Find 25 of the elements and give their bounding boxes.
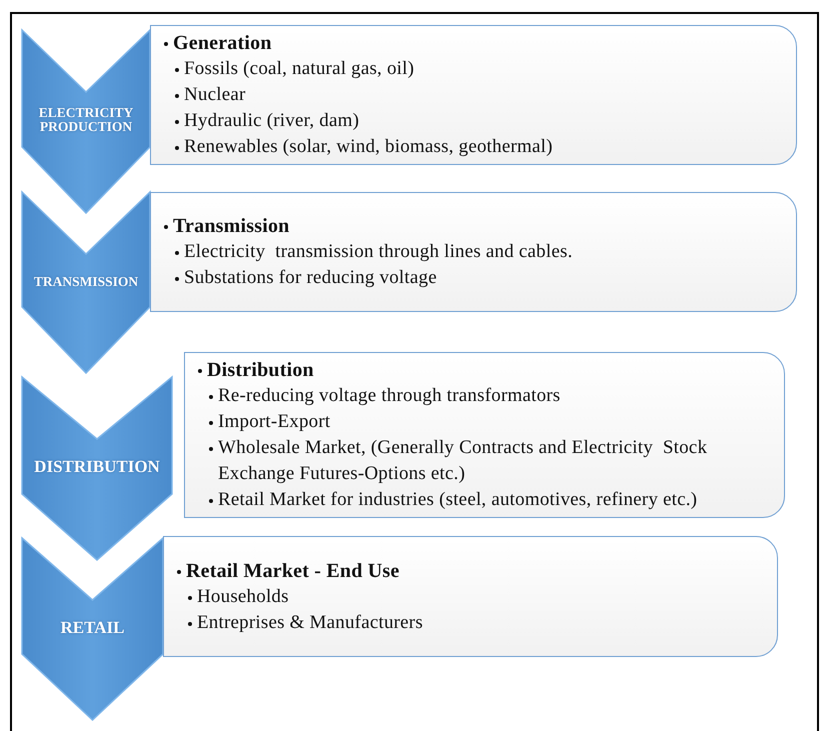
bullet-item: Wholesale Market, (Generally Contracts and Electricity Stock Exchange Futures-Options etc.) bbox=[207, 435, 772, 487]
bullet-item: Substations for reducing voltage bbox=[173, 265, 784, 291]
box-heading: Retail Market - End Use bbox=[176, 558, 765, 584]
bullet-item: Fossils (coal, natural gas, oil) bbox=[173, 56, 784, 82]
info-box bbox=[184, 352, 785, 518]
bullet-item: Retail Market for industries (steel, automotives, refinery etc.) bbox=[207, 487, 772, 513]
bullet-item: Nuclear bbox=[173, 82, 784, 108]
bullet-item: Hydraulic (river, dam) bbox=[173, 108, 784, 134]
bullet-item: Electricity transmission through lines and cables. bbox=[173, 239, 784, 265]
process-step bbox=[22, 30, 150, 213]
box-heading: Generation bbox=[163, 30, 784, 56]
bullet-item: Re-reducing voltage through transformators bbox=[207, 383, 772, 409]
process-step bbox=[22, 377, 172, 560]
process-step bbox=[22, 538, 163, 720]
bullet-item: Renewables (solar, wind, biomass, geothermal) bbox=[173, 134, 784, 160]
bullet-item: Households bbox=[186, 584, 765, 610]
stage-label: RETAIL bbox=[60, 619, 126, 637]
process-step bbox=[22, 192, 150, 373]
stage-label: DISTRIBUTION bbox=[33, 458, 161, 476]
stage-label: ELECTRICITY PRODUCTION bbox=[38, 106, 134, 134]
bullet-item: Entreprises & Manufacturers bbox=[186, 610, 765, 636]
stage-label: TRANSMISSION bbox=[32, 274, 140, 290]
box-heading: Transmission bbox=[163, 213, 784, 239]
bullet-item: Import-Export bbox=[207, 409, 772, 435]
box-heading: Distribution bbox=[197, 357, 772, 383]
